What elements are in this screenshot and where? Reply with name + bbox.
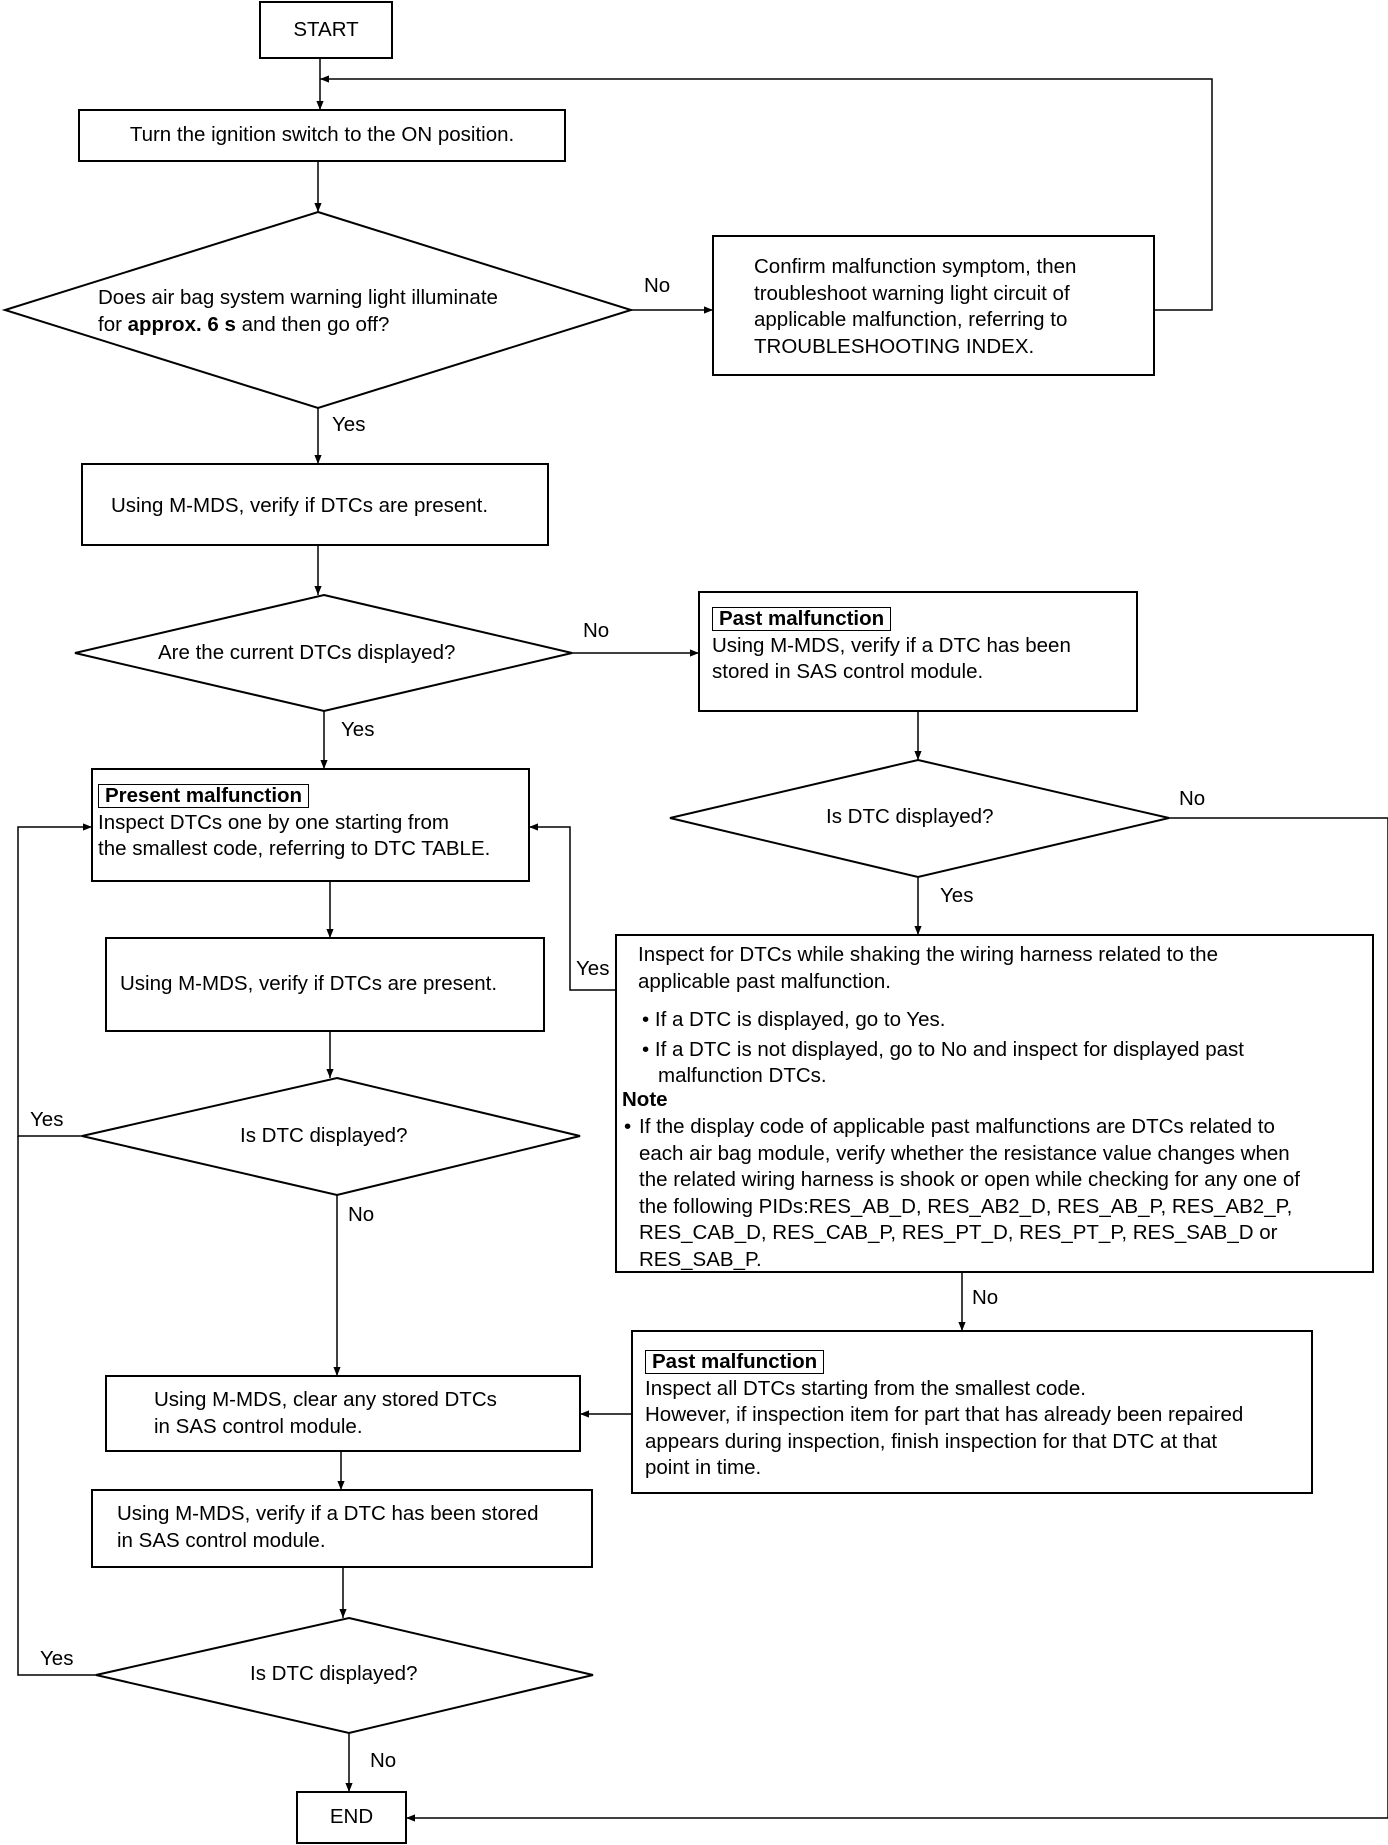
note-line: RES_CAB_D, RES_CAB_P, RES_PT_D, RES_PT_P… [639, 1221, 1278, 1244]
confirm-symptom-box [712, 235, 1155, 376]
present-malfunction-box [91, 768, 530, 882]
note-title: Note [622, 1088, 668, 1111]
confirm-line: Confirm malfunction symptom, then [754, 255, 1077, 278]
shake-inspect-text: Inspect for DTCs while shaking the wirin… [638, 942, 1218, 995]
note-line: the following PIDs:RES_AB_D, RES_AB2_D, … [639, 1194, 1293, 1218]
shake-line: Inspect for DTCs while shaking the wirin… [638, 943, 1218, 966]
end-label: END [329, 1805, 374, 1828]
label-no-shake: No [972, 1286, 999, 1309]
current-dtcs-question: Are the current DTCs displayed? [158, 641, 456, 664]
arrow-decision-left-yes-to-present [17, 823, 92, 1137]
warning-light-duration: approx. 6 s [127, 312, 236, 336]
present-line: the smallest code, referring to DTC TABL… [98, 837, 491, 860]
label-no-warning: No [644, 274, 671, 297]
past-verify-line: stored in SAS control module. [712, 660, 984, 683]
verify-stored-line: in SAS control module. [117, 1528, 326, 1552]
past-malfunction-inspect-text: Past malfunction Inspect all DTCs starti… [645, 1349, 1243, 1482]
arrow-confirm-loop-back [320, 75, 1213, 311]
ignition-step-box [78, 109, 566, 162]
past-inspect-line: Inspect all DTCs starting from the small… [645, 1376, 1086, 1400]
present-malfunction-tag: Present malfunction [98, 784, 310, 808]
clear-line: in SAS control module. [154, 1414, 363, 1438]
note-bullet: • [624, 1115, 632, 1138]
dtc-displayed-question-left: Is DTC displayed? [240, 1124, 408, 1147]
shake-bullet-2-cont: malfunction DTCs. [658, 1064, 827, 1087]
note-line: If the display code of applicable past m… [639, 1115, 1275, 1138]
label-no-bottom-decision: No [370, 1749, 397, 1772]
note-line: RES_SAB_P. [639, 1247, 762, 1271]
label-yes-right-decision: Yes [940, 884, 974, 907]
verify-stored-box [91, 1489, 593, 1568]
past-inspect-line: point in time. [645, 1456, 762, 1479]
verify-stored-text: Using M-MDS, verify if a DTC has been st… [117, 1501, 539, 1554]
note-line: the related wiring harness is shook or o… [639, 1168, 1300, 1191]
label-no-current: No [583, 619, 610, 642]
dtc-displayed-question-right: Is DTC displayed? [826, 805, 994, 828]
label-no-right-decision: No [1179, 787, 1206, 810]
confirm-line: TROUBLESHOOTING INDEX. [754, 334, 1035, 358]
shake-inspect-box [615, 934, 1374, 1273]
arrow-decision-bottom-yes-to-present [17, 1136, 96, 1676]
label-yes-warning: Yes [332, 413, 366, 436]
label-yes-bottom-decision: Yes [40, 1647, 74, 1670]
past-inspect-line: However, if inspection item for part tha… [645, 1403, 1244, 1426]
warning-light-question: Does air bag system warning light illumi… [98, 285, 498, 338]
present-line: Inspect DTCs one by one starting from [98, 810, 449, 834]
past-malfunction-verify-text: Past malfunction Using M-MDS, verify if … [712, 606, 1071, 686]
verify-dtcs-text-2: Using M-MDS, verify if DTCs are present. [120, 972, 498, 995]
clear-dtcs-box [105, 1375, 581, 1452]
clear-line: Using M-MDS, clear any stored DTCs [154, 1388, 497, 1411]
end-terminal [296, 1791, 407, 1844]
start-terminal [259, 1, 393, 59]
arrow-shake-yes-to-present [529, 823, 616, 991]
shake-bullet-2: • If a DTC is not displayed, go to No an… [642, 1038, 1244, 1061]
verify-dtcs-text: Using M-MDS, verify if DTCs are present. [111, 494, 489, 517]
past-verify-line: Using M-MDS, verify if a DTC has been [712, 633, 1071, 657]
confirm-line: applicable malfunction, referring to [754, 308, 1068, 331]
warning-light-line2: for approx. 6 s and then go off? [98, 312, 390, 336]
past-malfunction-tag-2: Past malfunction [645, 1350, 825, 1374]
label-yes-left-decision: Yes [30, 1108, 64, 1131]
present-malfunction-text: Present malfunction Inspect DTCs one by … [98, 783, 490, 863]
past-malfunction-tag: Past malfunction [712, 607, 892, 631]
label-yes-shake: Yes [576, 957, 610, 980]
verify-dtcs-box-2 [105, 937, 545, 1032]
label-no-left-decision: No [348, 1203, 375, 1226]
label-yes-current: Yes [341, 718, 375, 741]
warning-light-line1: Does air bag system warning light illumi… [98, 286, 498, 309]
verify-stored-line: Using M-MDS, verify if a DTC has been st… [117, 1502, 539, 1525]
note-text: If the display code of applicable past m… [639, 1114, 1300, 1273]
arrow-decision-right-no-to-end [406, 817, 1388, 1822]
verify-dtcs-box [81, 463, 549, 546]
ignition-step-text: Turn the ignition switch to the ON posit… [129, 123, 515, 146]
confirm-symptom-text: Confirm malfunction symptom, then troubl… [754, 254, 1076, 360]
shake-line: applicable past malfunction. [638, 969, 891, 993]
note-line: each air bag module, verify whether the … [639, 1141, 1290, 1165]
shake-bullet-1: • If a DTC is displayed, go to Yes. [642, 1008, 946, 1031]
confirm-line: troubleshoot warning light circuit of [754, 281, 1070, 305]
past-malfunction-inspect-box [631, 1330, 1313, 1494]
start-label: START [293, 18, 359, 41]
clear-dtcs-text: Using M-MDS, clear any stored DTCs in SA… [154, 1387, 497, 1440]
past-inspect-line: appears during inspection, finish inspec… [645, 1429, 1218, 1453]
dtc-displayed-question-bottom: Is DTC displayed? [250, 1662, 418, 1685]
